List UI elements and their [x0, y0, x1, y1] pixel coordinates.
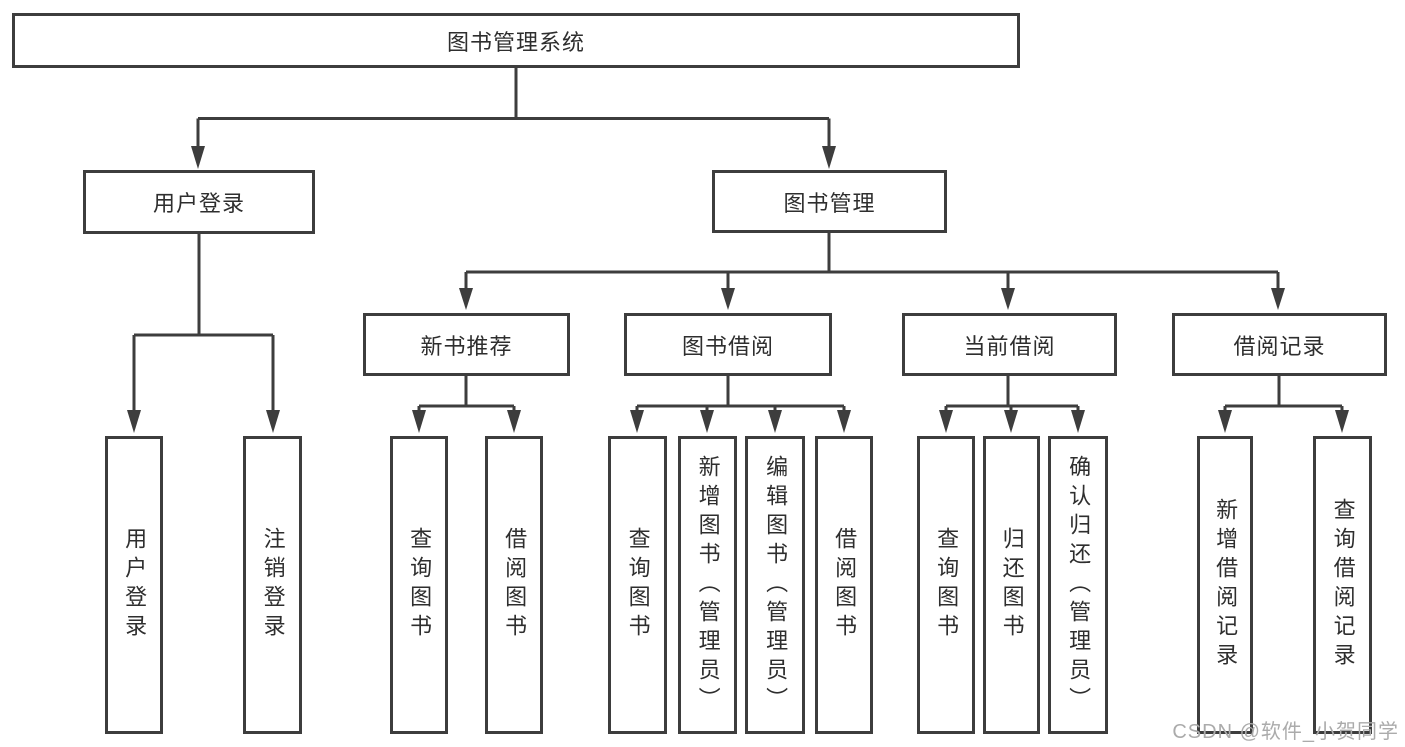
leaf-user-login-label: 用户登录 [122, 527, 148, 643]
leaf-borrow-books-borrow-label: 借阅图书 [832, 527, 858, 643]
node-current-borrow-label: 当前借阅 [963, 333, 1056, 359]
leaf-query-books-recommend-label: 查询图书 [407, 527, 433, 643]
leaf-add-book-admin: 新增图书（管理员） [678, 436, 737, 734]
arrowheads-leaves [127, 410, 1349, 433]
arrowheads-level2 [191, 146, 836, 169]
leaf-query-books-current-label: 查询图书 [934, 527, 960, 643]
leaf-borrow-books-borrow: 借阅图书 [815, 436, 873, 734]
leaf-confirm-return-admin: 确认归还（管理员） [1048, 436, 1108, 734]
node-book-borrow: 图书借阅 [624, 313, 832, 376]
connector-root-to-level2 [196, 68, 831, 148]
node-user-login: 用户登录 [83, 170, 315, 234]
leaf-query-books-recommend: 查询图书 [390, 436, 448, 734]
leaf-query-books-current: 查询图书 [917, 436, 975, 734]
leaf-return-books: 归还图书 [983, 436, 1040, 734]
leaf-edit-book-admin-label: 编辑图书（管理员） [763, 454, 789, 716]
leaf-confirm-return-admin-label: 确认归还（管理员） [1066, 454, 1092, 716]
leaf-add-borrow-record: 新增借阅记录 [1197, 436, 1253, 734]
connector-userlogin-children [132, 234, 275, 412]
node-borrow-records: 借阅记录 [1172, 313, 1387, 376]
connector-currentborrow-children [944, 376, 1080, 412]
node-root: 图书管理系统 [12, 13, 1020, 68]
node-new-book-recommend: 新书推荐 [363, 313, 570, 376]
node-book-management: 图书管理 [712, 170, 947, 233]
arrowheads-level3 [459, 288, 1285, 310]
connector-borrowrecord-children [1223, 376, 1344, 412]
leaf-logout-label: 注销登录 [260, 527, 286, 643]
node-new-book-recommend-label: 新书推荐 [420, 333, 513, 359]
node-book-borrow-label: 图书借阅 [681, 333, 774, 359]
csdn-watermark: CSDN @软件_小贺同学 [1172, 721, 1399, 743]
leaf-query-books-borrow-label: 查询图书 [625, 527, 651, 643]
leaf-borrow-books-recommend-label: 借阅图书 [502, 527, 528, 643]
connector-bookmgmt-to-level3 [464, 233, 1280, 290]
node-user-login-label: 用户登录 [152, 191, 245, 216]
leaf-query-borrow-record-label: 查询借阅记录 [1330, 498, 1356, 672]
connector-newbook-children [417, 376, 516, 412]
leaf-user-login: 用户登录 [105, 436, 163, 734]
connector-bookborrow-children [635, 376, 846, 412]
leaf-query-borrow-record: 查询借阅记录 [1313, 436, 1372, 734]
leaf-add-borrow-record-label: 新增借阅记录 [1213, 498, 1239, 672]
leaf-return-books-label: 归还图书 [999, 527, 1025, 643]
leaf-query-books-borrow: 查询图书 [608, 436, 667, 734]
leaf-logout: 注销登录 [243, 436, 302, 734]
node-root-label: 图书管理系统 [446, 29, 585, 55]
node-book-management-label: 图书管理 [783, 190, 876, 216]
leaf-edit-book-admin: 编辑图书（管理员） [745, 436, 805, 734]
leaf-borrow-books-recommend: 借阅图书 [485, 436, 543, 734]
leaf-add-book-admin-label: 新增图书（管理员） [695, 454, 721, 716]
node-borrow-records-label: 借阅记录 [1233, 333, 1326, 359]
node-current-borrow: 当前借阅 [902, 313, 1117, 376]
